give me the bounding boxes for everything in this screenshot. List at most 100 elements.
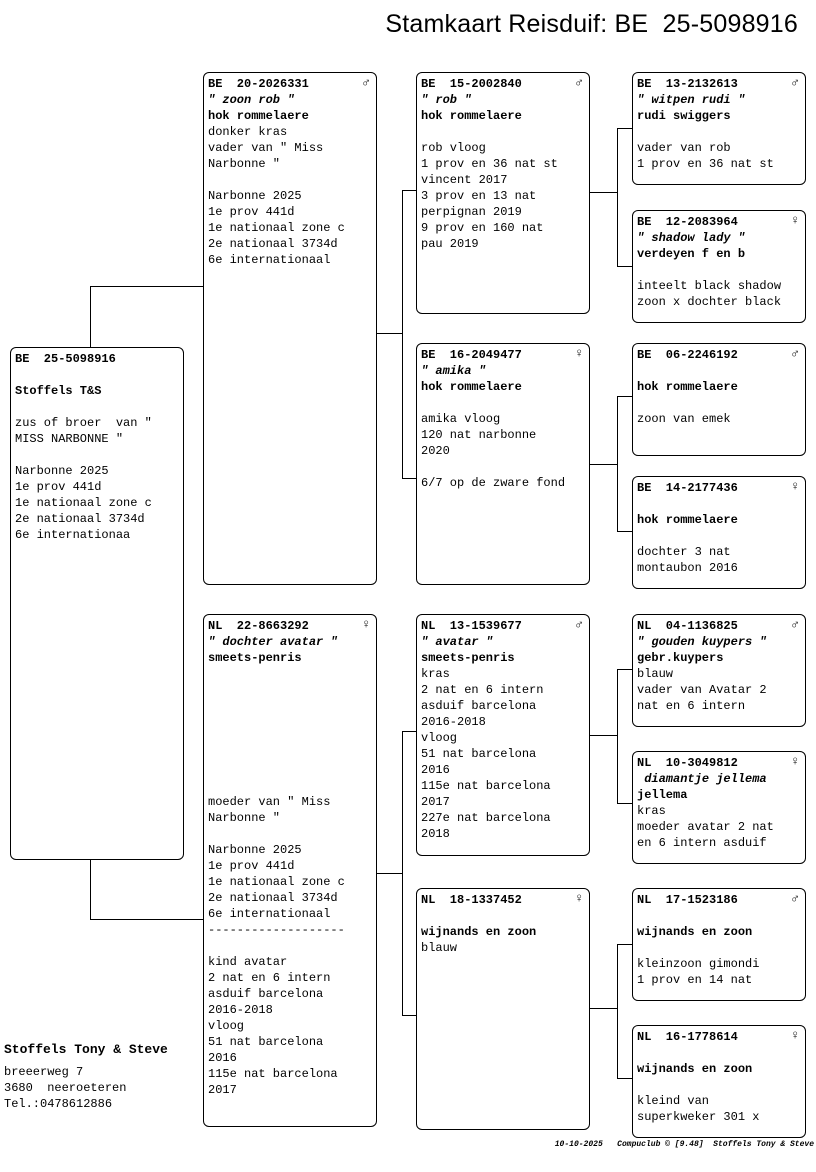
ring-number: NL 16-1778614 (637, 1030, 738, 1044)
card-text-line: vader van rob (637, 141, 731, 155)
card-text-line (637, 363, 801, 379)
pigeon-card-ggp-5: NL 04-1136825♂" gouden kuypers "gebr.kuy… (632, 614, 806, 727)
card-text-line: 1 prov en 36 nat st (637, 157, 774, 171)
card-text-line: 2016 (421, 763, 450, 777)
card-text-line: verdeyen f en b (637, 247, 746, 261)
card-text-line: Narbonne 2025 (15, 464, 109, 478)
female-icon: ♀ (575, 346, 583, 361)
card-text-line: 6/7 op de zware fond (421, 476, 566, 490)
ring-number: BE 25-5098916 (15, 352, 116, 366)
card-text-line: smeets-penris (421, 651, 515, 665)
card-text-line (208, 698, 372, 714)
card-text-line (15, 399, 179, 415)
card-text-line: Narbonne 2025 (208, 843, 302, 857)
card-text-line: asduif barcelona (208, 987, 324, 1001)
card-text-line: kind avatar (208, 955, 288, 969)
card-text-line: inteelt black shadow (637, 279, 782, 293)
card-text-line: amika vloog (421, 412, 501, 426)
card-text-line: 2e nationaal 3734d (208, 237, 338, 251)
footer-credit: 10-10-2025 Compuclub © [9.48] Stoffels T… (554, 1140, 814, 1149)
card-text-line: hok rommelaere (421, 380, 522, 394)
card-text-line: rob vloog (421, 141, 486, 155)
ring-number: BE 12-2083964 (637, 215, 738, 229)
card-text-line: vincent 2017 (421, 173, 508, 187)
card-text-line (208, 666, 372, 682)
card-text-line: " avatar " (421, 635, 494, 649)
card-text-line (208, 778, 372, 794)
owner-address-city: 3680 neeroeteren (4, 1081, 127, 1095)
card-text-line: Narbonne " (208, 157, 281, 171)
card-text-line: " rob " (421, 93, 472, 107)
card-text-line (208, 938, 372, 954)
ring-number: BE 06-2246192 (637, 348, 738, 362)
card-text-line: dochter 3 nat (637, 545, 731, 559)
card-text-line: kleind van (637, 1094, 710, 1108)
card-text-line (208, 172, 372, 188)
ring-number: BE 14-2177436 (637, 481, 738, 495)
card-text-line: kleinzoon gimondi (637, 957, 760, 971)
card-text-line: montaubon 2016 (637, 561, 738, 575)
card-text-line: 1e nationaal zone c (208, 875, 345, 889)
female-icon: ♀ (791, 213, 799, 228)
card-text-line (637, 528, 801, 544)
card-text-line: hok rommelaere (421, 109, 522, 123)
card-text-line: asduif barcelona (421, 699, 537, 713)
card-text-line: ------------------- (208, 923, 345, 937)
owner-phone: Tel.:0478612886 (4, 1097, 113, 1111)
card-text-line: perpignan 2019 (421, 205, 522, 219)
card-text-line: smeets-penris (208, 651, 302, 665)
card-text-line: 1e prov 441d (208, 205, 295, 219)
card-text-line: 2016-2018 (421, 715, 486, 729)
male-icon: ♂ (791, 617, 799, 632)
owner-block: Stoffels Tony & Steve breeerweg 7 3680 n… (4, 1042, 168, 1112)
pigeon-card-ggp-4: BE 14-2177436 ♀ hok rommelaere dochter 3 na… (632, 476, 806, 589)
card-text-line: blauw (421, 941, 458, 955)
card-text-line (421, 124, 585, 140)
card-text-line: hok rommelaere (637, 380, 738, 394)
male-icon: ♂ (362, 75, 370, 90)
card-text-line: gebr.kuypers (637, 651, 724, 665)
card-text-line: 51 nat barcelona (208, 1035, 324, 1049)
card-text-line (421, 908, 585, 924)
ring-number: BE 16-2049477 (421, 348, 522, 362)
pigeon-card-ggp-2: BE 12-2083964 ♀ " shadow lady " verdeyen f … (632, 210, 806, 323)
card-text-line (637, 1077, 801, 1093)
card-text-line: hok rommelaere (637, 513, 738, 527)
card-text-line (208, 826, 372, 842)
card-text-line: 2017 (208, 1083, 237, 1097)
ring-number: BE 20-2026331 (208, 77, 309, 91)
page-title: Stamkaart Reisduif: BE 25-5098916 (385, 10, 798, 38)
card-text-line: " dochter avatar " (208, 635, 338, 649)
card-text-line: zus of broer van " (15, 416, 152, 430)
card-text-line: jellema (637, 788, 688, 802)
card-text-line: 1e nationaal zone c (15, 496, 152, 510)
card-text-line: 2020 (421, 444, 450, 458)
ring-number: NL 17-1523186 (637, 893, 738, 907)
female-icon: ♀ (362, 617, 370, 632)
card-text-line: " shadow lady " (637, 231, 746, 245)
card-text-line: 120 nat narbonne (421, 428, 537, 442)
card-text-line: 115e nat barcelona (208, 1067, 338, 1081)
card-text-line: 1 prov en 14 nat (637, 973, 753, 987)
female-icon: ♀ (791, 479, 799, 494)
ring-number: NL 18-1337452 (421, 893, 522, 907)
card-text-line (208, 730, 372, 746)
card-text-line: zoon van emek (637, 412, 731, 426)
card-text-line: blauw (637, 667, 674, 681)
card-text-line (637, 940, 801, 956)
card-text-line: 2 nat en 6 intern (421, 683, 544, 697)
pigeon-card-mother: NL 22-8663292♀" dochter avatar "smeets-p… (203, 614, 377, 1127)
female-icon: ♀ (791, 1028, 799, 1043)
card-text-line: 2e nationaal 3734d (208, 891, 338, 905)
ring-number: NL 13-1539677 (421, 619, 522, 633)
card-text-line (15, 447, 179, 463)
pigeon-card-father: BE 20-2026331♂" zoon rob "hok rommelaere… (203, 72, 377, 585)
card-text-line (637, 1045, 801, 1061)
ring-number: NL 04-1136825 (637, 619, 738, 633)
